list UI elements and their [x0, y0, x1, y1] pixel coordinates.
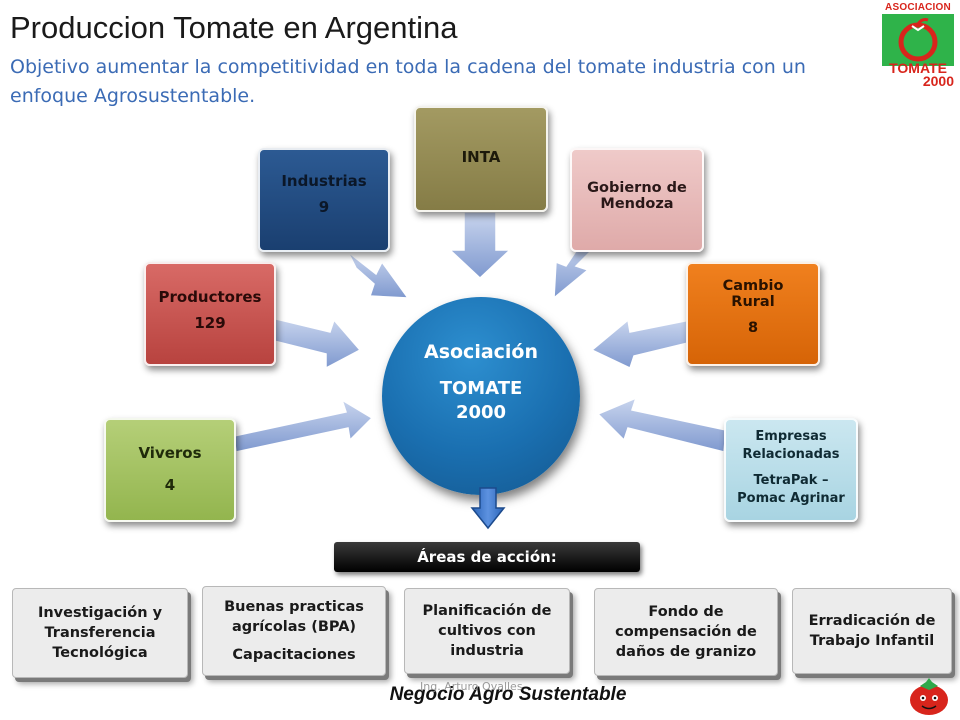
- area-fondo-granizo: Fondo de compensación de daños de graniz…: [594, 588, 778, 676]
- asociacion-logo: ASOCIACION TOMATE 2000: [876, 0, 960, 90]
- area-investigacion: Investigación y Transferencia Tecnológic…: [12, 588, 188, 678]
- center-line2: TOMATE 2000: [382, 377, 580, 425]
- arrow-cambio: [590, 318, 693, 370]
- node-empresas-detail-line1: TetraPak –: [753, 473, 829, 488]
- node-industrias-value: 9: [318, 198, 330, 216]
- arrow-productores: [269, 317, 362, 370]
- area-planificacion-line1: Planificación de: [422, 603, 552, 619]
- area-fondo-line1: Fondo de: [648, 604, 724, 620]
- node-viveros-value: 4: [164, 476, 176, 494]
- node-empresas-name-line2: Relacionadas: [742, 447, 840, 462]
- node-cambio-name-line1: Cambio: [722, 278, 784, 294]
- node-cambio-name-line2: Rural: [731, 294, 775, 310]
- logo-bottom-line1: TOMATE: [889, 60, 947, 76]
- area-planificacion: Planificación de cultivos con industria: [404, 588, 570, 674]
- arrow-industrias: [347, 251, 410, 299]
- node-gobierno-name-line1: Gobierno de: [587, 180, 687, 196]
- node-cambio-value: 8: [747, 320, 759, 336]
- area-investigacion-line3: Tecnológica: [52, 645, 148, 661]
- page-subtitle: Objetivo aumentar la competitividad en t…: [10, 56, 806, 107]
- area-bpa-line2: agrícolas (BPA): [231, 619, 357, 635]
- node-cambio-rural: Cambio Rural 8: [686, 262, 820, 366]
- area-bpa: Buenas practicas agrícolas (BPA) Capacit…: [202, 586, 386, 676]
- center-asociacion: Asociación TOMATE 2000: [382, 297, 580, 495]
- area-fondo-line3: daños de granizo: [615, 644, 757, 660]
- arrow-inta: [448, 211, 512, 280]
- area-bpa-line1: Buenas practicas: [224, 599, 364, 615]
- footer-negocio: Negocio Agro Sustentable: [389, 684, 627, 705]
- node-industrias: Industrias 9: [258, 148, 390, 252]
- area-investigacion-line2: Transferencia: [44, 625, 156, 641]
- area-investigacion-line1: Investigación y: [37, 605, 163, 621]
- arrow-viveros: [233, 398, 374, 453]
- node-gobierno-name-line2: Mendoza: [600, 196, 674, 212]
- node-inta: INTA: [414, 106, 548, 212]
- center-line1: Asociación: [423, 341, 539, 363]
- area-erradicacion-line1: Erradicación de: [808, 613, 936, 629]
- node-productores: Productores 129: [144, 262, 276, 366]
- center-line3-text: 2000: [455, 402, 507, 423]
- node-viveros-name: Viveros: [138, 444, 202, 462]
- down-arrow-icon: [470, 487, 506, 530]
- footer-author: Ing. Arturo Ovalles: [420, 680, 523, 693]
- node-viveros: Viveros 4: [104, 418, 236, 522]
- center-line2-text: TOMATE: [439, 378, 523, 399]
- area-erradicacion: Erradicación de Trabajo Infantil: [792, 588, 952, 674]
- tomato-mascot-icon: [910, 678, 948, 715]
- area-planificacion-line3: industria: [450, 643, 524, 659]
- page-title: Produccion Tomate en Argentina: [10, 10, 458, 45]
- node-gobierno: Gobierno de Mendoza: [570, 148, 704, 252]
- node-inta-name: INTA: [461, 148, 501, 166]
- area-planificacion-line2: cultivos con: [438, 623, 536, 639]
- node-productores-name: Productores: [158, 288, 262, 306]
- logo-bottom-text: TOMATE 2000: [878, 60, 958, 89]
- node-empresas: Empresas Relacionadas TetraPak – Pomac A…: [724, 418, 858, 522]
- logo-green-panel: [882, 14, 954, 66]
- node-industrias-name: Industrias: [281, 172, 367, 190]
- tomato-logo-icon: [898, 18, 938, 62]
- arrow-empresas: [596, 396, 727, 453]
- node-empresas-name-line1: Empresas: [755, 429, 827, 444]
- areas-de-accion-bar: Áreas de acción:: [334, 542, 640, 572]
- node-productores-value: 129: [194, 314, 226, 332]
- logo-bottom-line2: 2000: [922, 73, 954, 89]
- area-erradicacion-line2: Trabajo Infantil: [809, 633, 935, 649]
- area-fondo-line2: compensación de: [615, 624, 757, 640]
- area-bpa-line3: Capacitaciones: [232, 647, 356, 663]
- node-empresas-detail-line2: Pomac Agrinar: [737, 491, 845, 506]
- logo-top-text: ASOCIACION: [885, 2, 951, 13]
